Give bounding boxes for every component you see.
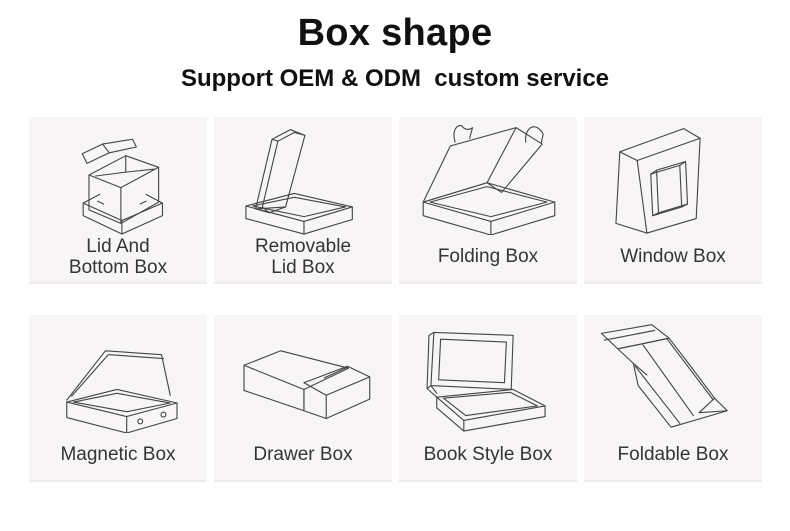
card-label-line1: Window Box <box>620 246 726 268</box>
card-label-line1: Magnetic Box <box>60 444 176 466</box>
card-label-line1: Folding Box <box>437 246 539 268</box>
card-book-style-box: Book Style Box <box>399 315 577 482</box>
card-magnetic-box: Magnetic Box <box>29 315 207 482</box>
card-removable-lid-box: Removable Lid Box <box>214 117 392 284</box>
card-label: Foldable Box <box>618 433 729 477</box>
lid-and-bottom-box-icon <box>29 117 207 235</box>
card-label-line1: Foldable Box <box>617 444 729 466</box>
card-label: Folding Box <box>438 235 538 279</box>
card-lid-and-bottom-box: Lid And Bottom Box <box>29 117 207 284</box>
card-label: Magnetic Box <box>60 433 175 477</box>
page-subtitle: Support OEM & ODM custom service <box>180 65 610 92</box>
box-shape-grid: Lid And Bottom Box Removable Lid Box <box>29 117 762 482</box>
card-label: Book Style Box <box>424 433 553 477</box>
card-label-line1: Lid And <box>86 235 150 257</box>
card-label-line2: Lid Box <box>271 257 335 278</box>
removable-lid-box-icon <box>214 117 392 235</box>
page-title: Box shape <box>297 12 493 54</box>
card-label-line1: Removable <box>254 235 352 257</box>
card-label: Lid And Bottom Box <box>69 235 167 279</box>
window-box-icon <box>584 117 762 235</box>
drawer-box-icon <box>214 315 392 433</box>
card-label-line2: Bottom Box <box>68 257 168 278</box>
card-foldable-box: Foldable Box <box>584 315 762 482</box>
header: Box shape Support OEM & ODM custom servi… <box>0 12 790 93</box>
foldable-box-icon <box>584 315 762 433</box>
book-style-box-icon <box>399 315 577 433</box>
card-label-line1: Book Style Box <box>423 444 553 466</box>
folding-box-icon <box>399 117 577 235</box>
card-label-line1: Drawer Box <box>253 444 353 466</box>
card-label: Drawer Box <box>253 433 352 477</box>
card-label: Window Box <box>620 235 726 279</box>
card-folding-box: Folding Box <box>399 117 577 284</box>
card-label: Removable Lid Box <box>255 235 351 279</box>
card-window-box: Window Box <box>584 117 762 284</box>
card-drawer-box: Drawer Box <box>214 315 392 482</box>
magnetic-box-icon <box>29 315 207 433</box>
